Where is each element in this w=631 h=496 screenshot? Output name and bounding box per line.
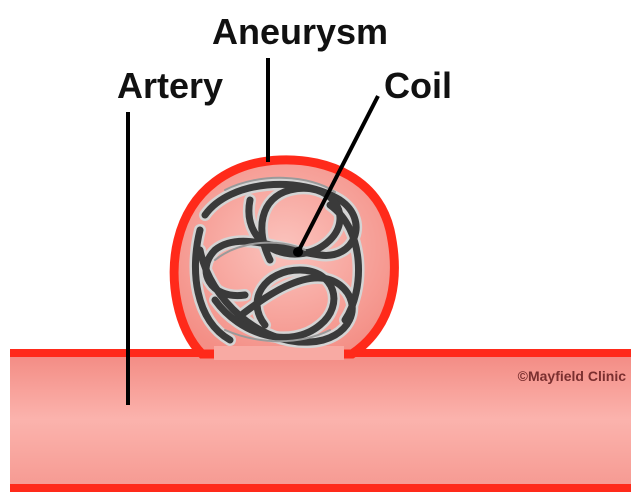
artery-bottom-wall [10, 484, 631, 492]
label-aneurysm: Aneurysm [212, 11, 388, 52]
aneurysm-neck [214, 346, 344, 360]
credit-mayfield-clinic: ©Mayfield Clinic [518, 368, 627, 384]
label-coil: Coil [384, 65, 452, 106]
label-artery: Artery [117, 65, 223, 106]
